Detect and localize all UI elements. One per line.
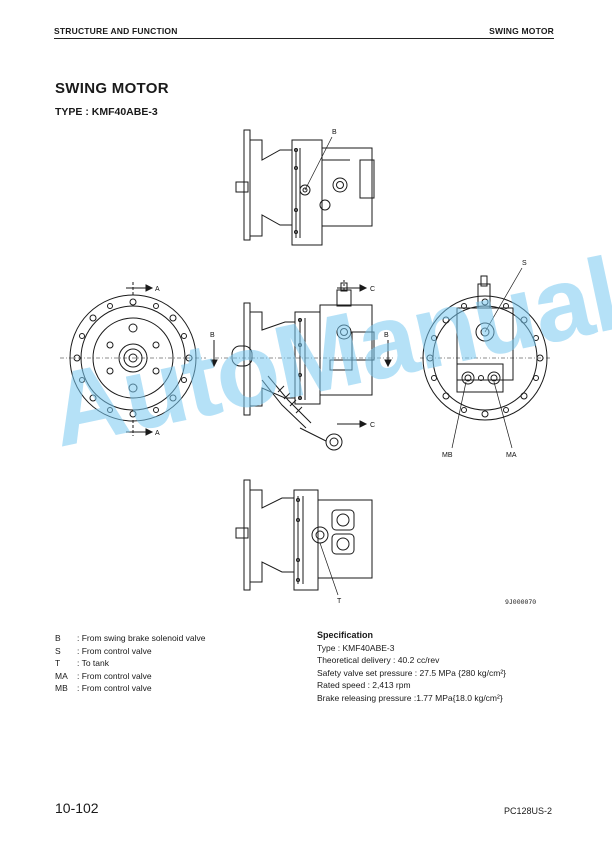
label-a-upper: A bbox=[155, 286, 160, 293]
legend-item: T: To tank bbox=[55, 658, 109, 668]
page-title: SWING MOTOR bbox=[55, 80, 169, 97]
label-c-lower: C bbox=[370, 422, 375, 429]
spec-line: Brake releasing pressure :1.77 MPa{18.0 … bbox=[317, 692, 503, 703]
label-t: T bbox=[337, 598, 342, 605]
page-subtitle: TYPE : KMF40ABE-3 bbox=[55, 106, 158, 118]
page-header: STRUCTURE AND FUNCTION SWING MOTOR bbox=[54, 24, 554, 39]
model-number: PC128US-2 bbox=[503, 806, 552, 816]
header-topic-title: SWING MOTOR bbox=[489, 26, 554, 36]
legend-item: S: From control valve bbox=[55, 645, 152, 656]
bottom-side-view bbox=[235, 479, 373, 596]
header-section-title: STRUCTURE AND FUNCTION bbox=[54, 26, 178, 36]
center-section-view bbox=[210, 280, 395, 451]
spec-line: Rated speed : 2,413 rpm bbox=[317, 680, 411, 690]
legend: B: From swing brake solenoid valve S: Fr… bbox=[55, 632, 206, 695]
label-c-upper: C bbox=[370, 286, 375, 293]
label-ma: MA bbox=[506, 452, 517, 459]
label-mb: MB bbox=[442, 452, 453, 459]
label-a-lower: A bbox=[155, 430, 160, 437]
rear-flange-view bbox=[420, 267, 552, 449]
specification-block: Specification Type : KMF40ABE-3 Theoreti… bbox=[317, 629, 506, 704]
label-b-top: B bbox=[332, 129, 337, 136]
spec-line: Type : KMF40ABE-3 bbox=[317, 642, 395, 653]
page-number: 10-102 bbox=[55, 800, 99, 816]
label-b-left: B bbox=[210, 332, 215, 339]
front-flange-view bbox=[60, 282, 206, 436]
legend-item: B: From swing brake solenoid valve bbox=[55, 633, 206, 643]
legend-item: MA: From control valve bbox=[55, 670, 152, 681]
spec-line: Theoretical delivery : 40.2 cc/rev bbox=[317, 655, 440, 665]
specification-heading: Specification bbox=[317, 630, 374, 640]
top-side-view bbox=[235, 129, 375, 246]
drawing-code: 9J000070 bbox=[505, 599, 536, 606]
legend-item: MB: From control valve bbox=[55, 683, 152, 693]
label-s: S bbox=[522, 260, 527, 267]
spec-line: Safety valve set pressure : 27.5 MPa {28… bbox=[317, 667, 506, 678]
label-b-right: B bbox=[384, 332, 389, 339]
